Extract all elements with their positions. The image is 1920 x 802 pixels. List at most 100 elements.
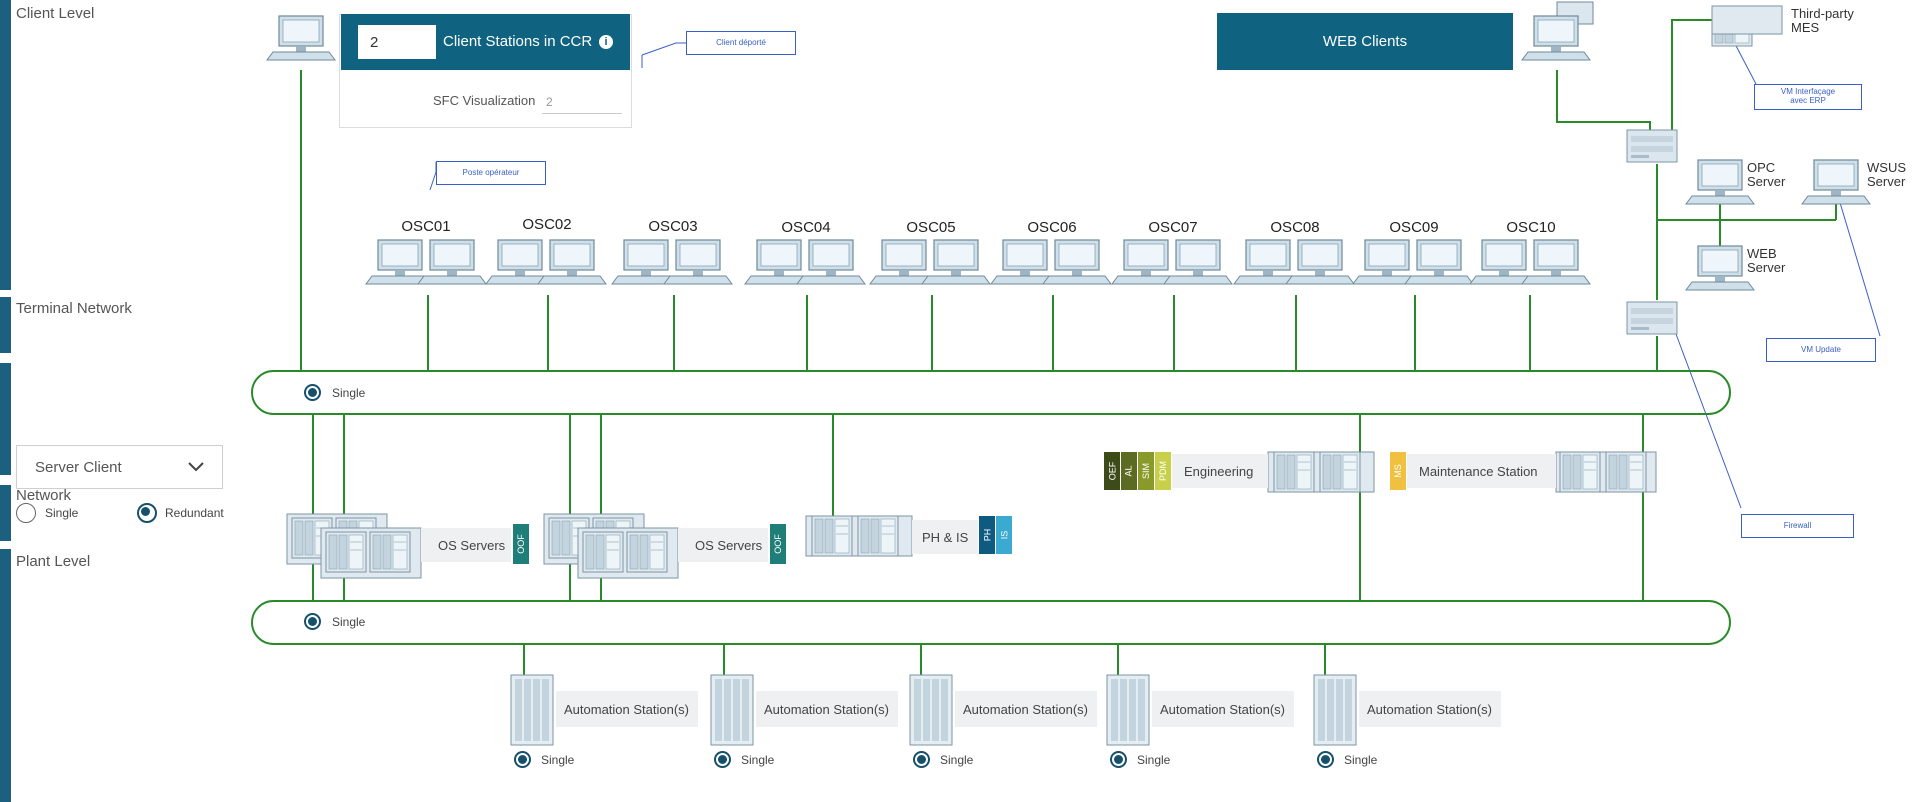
ccr-title: Client Stations in CCR (443, 33, 593, 50)
ccr-count-input[interactable]: 2 (358, 25, 436, 59)
ph-is-label: PH & IS (912, 520, 978, 554)
os-servers-label-1: OS Servers (421, 528, 511, 562)
web-label-line-2: Server (1747, 260, 1786, 275)
osc-label: OSC02 (522, 216, 572, 233)
engineering-racks (1267, 451, 1375, 493)
automation-station-label: Automation Station(s) (1359, 691, 1501, 727)
poste-operateur-callout: Poste opérateur (436, 161, 546, 185)
opc-server-icon (1685, 159, 1755, 205)
automation-station-5-single-radio[interactable] (1317, 751, 1334, 768)
oef-tag: OEF (1104, 452, 1120, 490)
automation-station-2-single-radio[interactable] (714, 751, 731, 768)
maintenance-station-label: Maintenance Station (1407, 454, 1556, 488)
terminal-network-band (0, 297, 11, 353)
wsus-server-label: WSUS Server (1867, 161, 1906, 189)
vm-update-callout: VM Update (1766, 338, 1876, 362)
automation-station-3-single-radio[interactable] (913, 751, 930, 768)
ph-is-server-racks (805, 515, 913, 557)
info-icon[interactable]: i (599, 35, 613, 49)
plc-icon-5 (1313, 674, 1357, 746)
sim-tag: SIM (1138, 452, 1154, 490)
opc-label-line-1: OPC (1747, 160, 1776, 175)
osc-label: OSC03 (648, 218, 698, 235)
opc-server-label: OPC Server (1747, 161, 1785, 189)
vm-interfacage-line-2: avec ERP (1790, 96, 1826, 105)
is-tag: IS (996, 516, 1012, 554)
plant-network-single-label: Single (332, 615, 366, 629)
wsus-server-icon (1801, 159, 1871, 205)
automation-station-5-single-label: Single (1344, 753, 1378, 767)
server-client-redundant-label: Redundant (165, 506, 224, 520)
osc-label: OSC09 (1389, 219, 1439, 236)
plc-icon-3 (909, 674, 953, 746)
oof-tag-1: OOF (513, 524, 529, 564)
web-server-icon (1685, 245, 1755, 291)
web-label-line-1: WEB (1747, 246, 1777, 261)
os-server-racks-1 (286, 513, 422, 579)
ph-tag: PH (979, 516, 995, 554)
ph-tag-text: PH (981, 528, 992, 542)
opc-label-line-2: Server (1747, 174, 1786, 189)
vm-interfacage-line-1: VM Interfaçage (1780, 87, 1836, 97)
is-tag-text: IS (998, 530, 1009, 540)
plc-icon-1 (510, 674, 554, 746)
osc-label: OSC05 (906, 219, 956, 236)
plc-icon-4 (1106, 674, 1150, 746)
server-client-single-radio[interactable] (16, 503, 36, 523)
server-client-select[interactable]: Server Client (16, 445, 223, 489)
ms-tag: MS (1390, 452, 1406, 490)
firewall-icon (1626, 301, 1678, 335)
osc-monitors (365, 239, 1591, 285)
osc-label: OSC06 (1027, 219, 1077, 236)
os-servers-label-2: OS Servers (678, 528, 768, 562)
oef-tag-text: OEF (1107, 461, 1118, 481)
plant-level-band (0, 549, 11, 802)
automation-station-label: Automation Station(s) (955, 691, 1097, 727)
automation-station-4-single-label: Single (1137, 753, 1171, 767)
sfc-value-input[interactable]: 2 (542, 90, 622, 114)
terminal-network-label: Terminal Network (16, 300, 132, 317)
client-level-band (0, 0, 11, 290)
plant-network-single-radio[interactable] (304, 613, 321, 630)
web-server-label: WEB Server (1747, 247, 1785, 275)
automation-station-label: Automation Station(s) (756, 691, 898, 727)
client-deporte-callout: Client déporté (686, 31, 796, 55)
automation-station-label: Automation Station(s) (1152, 691, 1294, 727)
client-level-label: Client Level (16, 5, 95, 22)
web-clients-header: WEB Clients (1217, 13, 1513, 70)
osc-label: OSC08 (1270, 219, 1320, 236)
oof-tag-2: OOF (770, 524, 786, 564)
mes-label: Third-party MES (1791, 7, 1854, 35)
switch-icon (1626, 129, 1678, 163)
pdm-tag-text: PDM (1158, 461, 1168, 481)
network-band (0, 485, 11, 541)
plant-network-bus (251, 600, 1731, 645)
server-client-select-value: Server Client (35, 459, 122, 476)
engineering-label: Engineering (1172, 454, 1268, 488)
automation-station-1-single-radio[interactable] (514, 751, 531, 768)
osc-label: OSC01 (401, 218, 451, 235)
server-client-single-label: Single (45, 506, 79, 520)
vm-interfacage-callout: VM Interfaçage avec ERP (1754, 84, 1862, 110)
terminal-network-single-radio[interactable] (304, 384, 321, 401)
automation-station-3-single-label: Single (940, 753, 974, 767)
al-tag: AL (1121, 452, 1137, 490)
ms-tag-text: MS (1393, 464, 1403, 478)
plc-icon-2 (710, 674, 754, 746)
mes-label-line-1: Third-party (1791, 6, 1854, 21)
firewall-callout: Firewall (1741, 514, 1854, 538)
plant-level-label: Plant Level (16, 553, 91, 570)
pdm-tag: PDM (1155, 452, 1171, 490)
maintenance-racks (1555, 451, 1657, 493)
oof-tag-1-text: OOF (516, 534, 526, 554)
automation-station-4-single-radio[interactable] (1110, 751, 1127, 768)
os-server-racks-2 (543, 513, 679, 579)
sfc-label: SFC Visualization (433, 93, 536, 108)
automation-station-label: Automation Station(s) (556, 691, 698, 727)
automation-station-2-single-label: Single (741, 753, 775, 767)
osc-label: OSC10 (1506, 219, 1556, 236)
terminal-network-single-label: Single (332, 386, 366, 400)
server-client-redundant-radio[interactable] (137, 503, 157, 523)
